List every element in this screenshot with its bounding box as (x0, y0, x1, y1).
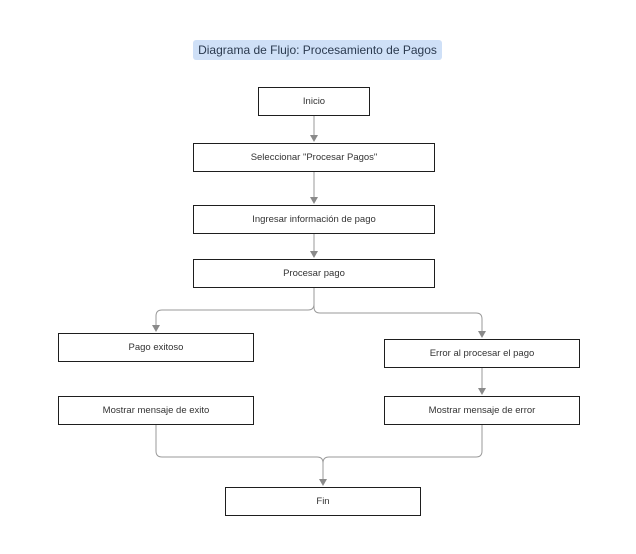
diagram-title: Diagrama de Flujo: Procesamiento de Pago… (193, 40, 442, 60)
node-inicio-label: Inicio (302, 96, 326, 107)
edge-msgerror-fin (322, 425, 483, 464)
node-inicio: Inicio (258, 87, 370, 116)
node-ingresar-label: Ingresar información de pago (252, 214, 376, 225)
node-seleccionar-label: Seleccionar "Procesar Pagos" (250, 152, 378, 163)
node-fin: Fin (225, 487, 421, 516)
node-procesar-pago: Procesar pago (193, 259, 435, 288)
node-mensaje-error: Mostrar mensaje de error (384, 396, 580, 425)
edge-procesar-exitoso (152, 288, 315, 332)
node-mensaje-exito: Mostrar mensaje de exito (58, 396, 254, 425)
edge-procesar-error (313, 288, 486, 338)
node-exitoso-label: Pago exitoso (128, 342, 184, 353)
node-error-label: Error al procesar el pago (429, 348, 535, 359)
node-seleccionar-procesar-pagos: Seleccionar "Procesar Pagos" (193, 143, 435, 172)
node-pago-exitoso: Pago exitoso (58, 333, 254, 362)
node-msg-error-label: Mostrar mensaje de error (428, 405, 536, 416)
node-fin-label: Fin (316, 496, 330, 507)
node-procesar-label: Procesar pago (283, 268, 345, 279)
node-msg-exito-label: Mostrar mensaje de exito (102, 405, 210, 416)
node-ingresar-informacion: Ingresar información de pago (193, 205, 435, 234)
edge-msgexito-fin (155, 425, 327, 486)
node-error-procesar: Error al procesar el pago (384, 339, 580, 368)
